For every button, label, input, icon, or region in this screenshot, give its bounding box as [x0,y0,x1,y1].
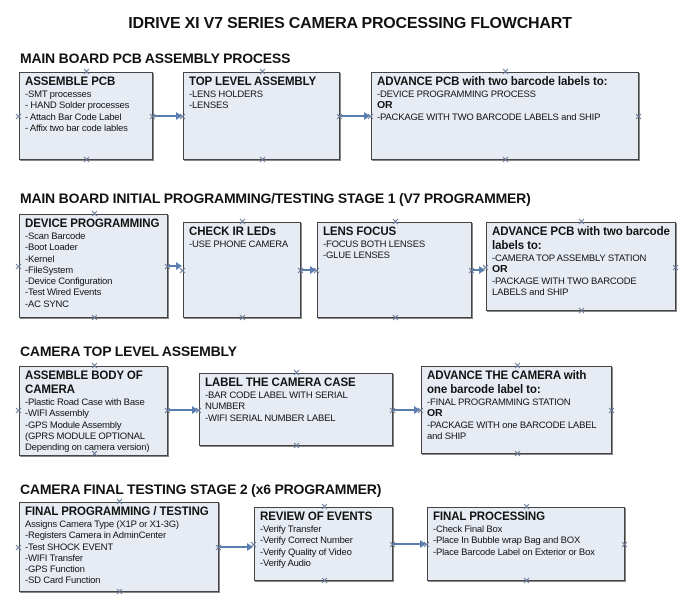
section-heading: CAMERA FINAL TESTING STAGE 2 (x6 PROGRAM… [20,481,382,497]
process-box-title: CHECK IR LEDs [189,226,276,238]
process-box-line: -Verify Transfer [260,524,322,535]
flow-arrow-icon [154,112,182,120]
process-box-line: -SD Card Function [25,575,101,587]
process-box-line: -GPS Function [25,564,85,576]
process-box-line: (GPRS MODULE OPTIONAL Depending on camer… [25,430,150,454]
process-box-line: - Attach Bar Code Label [25,111,122,123]
flow-arrow-icon [341,112,370,120]
process-box-line: -FileSystem [25,264,73,276]
process-box[interactable]: LABEL THE CAMERA CASE-BAR CODE LABEL WIT… [199,373,393,446]
process-box-line: -SMT processes [25,89,92,100]
process-box[interactable]: CHECK IR LEDs-USE PHONE CAMERA [183,222,301,318]
flow-arrow-icon [169,262,182,270]
process-box-title: DEVICE PROGRAMMING [25,218,160,230]
process-box-line: -Verify Quality of Video [260,546,352,558]
process-box-line: -Device Configuration [25,276,113,288]
process-box-line: -DEVICE PROGRAMMING PROCESS [377,89,536,100]
process-box[interactable]: ADVANCE PCB with two barcode labels to:-… [486,222,676,311]
process-box-line: -LENS HOLDERS [189,89,263,100]
process-box-line: -Test Wired Events [25,287,102,299]
process-box-line: OR [492,263,508,276]
process-box-line: -Check Final Box [433,524,503,535]
process-box-line: -CAMERA TOP ASSEMBLY STATION [492,253,647,264]
flow-arrow-icon [220,543,253,551]
process-box-line: -Plastic Road Case with Base [25,397,145,408]
process-box[interactable]: ADVANCE PCB with two barcode labels to:-… [371,72,639,160]
process-box-line: -BAR CODE LABEL WITH SERIAL NUMBER [205,390,348,413]
process-box-line: -Verify Correct Number [260,535,353,547]
section-heading: CAMERA TOP LEVEL ASSEMBLY [20,343,237,359]
process-box-line: -AC SYNC [25,298,69,310]
flow-arrow-icon [302,266,316,274]
process-box-line: -WIFI SERIAL NUMBER LABEL [205,412,336,424]
flow-arrow-icon [394,540,426,548]
process-box-title: ASSEMBLE BODY OF CAMERA [25,370,143,396]
process-box[interactable]: REVIEW OF EVENTS-Verify Transfer-Verify … [254,507,393,581]
process-box-title: REVIEW OF EVENTS [260,511,373,523]
process-box-line: -Kernel [25,253,55,265]
process-box-line: -GLUE LENSES [323,250,390,262]
process-box-line: - HAND Solder processes [25,100,130,112]
section-heading: MAIN BOARD PCB ASSEMBLY PROCESS [20,50,291,66]
process-box-line: Assigns Camera Type (X1P or X1-3G) [25,519,179,530]
process-box-line: -Test SHOCK EVENT [25,541,113,553]
process-box-title: TOP LEVEL ASSEMBLY [189,76,317,88]
process-box-line: OR [377,99,393,112]
process-box-title: FINAL PROGRAMMING / TESTING [25,506,209,518]
process-box-line: -Verify Audio [260,557,311,569]
flow-arrow-icon [394,405,420,414]
process-box-line: -Place Barcode Label on Exterior or Box [433,546,595,558]
flow-arrow-icon [169,406,198,414]
process-box-line: -Scan Barcode [25,231,86,242]
flow-arrow-icon [473,266,485,274]
process-box[interactable]: ADVANCE THE CAMERA with one barcode labe… [421,366,612,454]
process-box-line: - Affix two bar code lables [25,122,128,134]
process-box-line: -WIFI Assembly [25,408,89,420]
process-box-line: -GPS Module Assembly [25,419,122,431]
process-box-line: -USE PHONE CAMERA [189,239,289,250]
process-box-title: ADVANCE THE CAMERA with one barcode labe… [427,370,587,396]
process-box-line: -Place In Bubble wrap Bag and BOX [433,535,581,547]
process-box-title: FINAL PROCESSING [433,511,545,523]
process-box-line: -FINAL PROGRAMMING STATION [427,397,571,408]
process-box-title: LENS FOCUS [323,226,397,238]
process-box-line: -Boot Loader [25,242,78,254]
flowchart-title: IDRIVE XI V7 SERIES CAMERA PROCESSING FL… [128,15,572,32]
process-box-title: ASSEMBLE PCB [25,76,116,88]
process-box-line: OR [427,407,443,420]
process-box[interactable]: FINAL PROCESSING -Check Final Box-Place … [427,507,625,581]
process-box-line: -PACKAGE WITH one BARCODE LABEL and SHIP [427,419,597,442]
process-box-title: ADVANCE PCB with two barcode labels to: [492,226,670,252]
process-box[interactable]: LENS FOCUS-FOCUS BOTH LENSES-GLUE LENSES [317,222,472,318]
process-box[interactable]: ASSEMBLE PCB -SMT processes- HAND Solder… [19,72,153,160]
process-box-title: LABEL THE CAMERA CASE [205,377,356,389]
process-box[interactable]: DEVICE PROGRAMMING-Scan Barcode-Boot Loa… [19,214,168,318]
process-box-line: -FOCUS BOTH LENSES [323,239,425,250]
process-box-title: ADVANCE PCB with two barcode labels to: [377,76,608,88]
process-box-line: -LENSES [189,100,229,112]
process-box-line: -WIFI Transfer [25,552,83,564]
section-heading: MAIN BOARD INITIAL PROGRAMMING/TESTING S… [20,190,531,206]
process-box[interactable]: TOP LEVEL ASSEMBLY-LENS HOLDERS-LENSES [183,72,340,160]
process-box-line: -PACKAGE WITH TWO BARCODE LABELS and SHI… [377,111,601,123]
process-box-line: -PACKAGE WITH TWO BARCODE LABELS and SHI… [492,275,637,298]
process-box[interactable]: ASSEMBLE BODY OF CAMERA-Plastic Road Cas… [19,366,168,457]
process-box-line: -Registers Camera in AdminCenter [25,530,166,542]
